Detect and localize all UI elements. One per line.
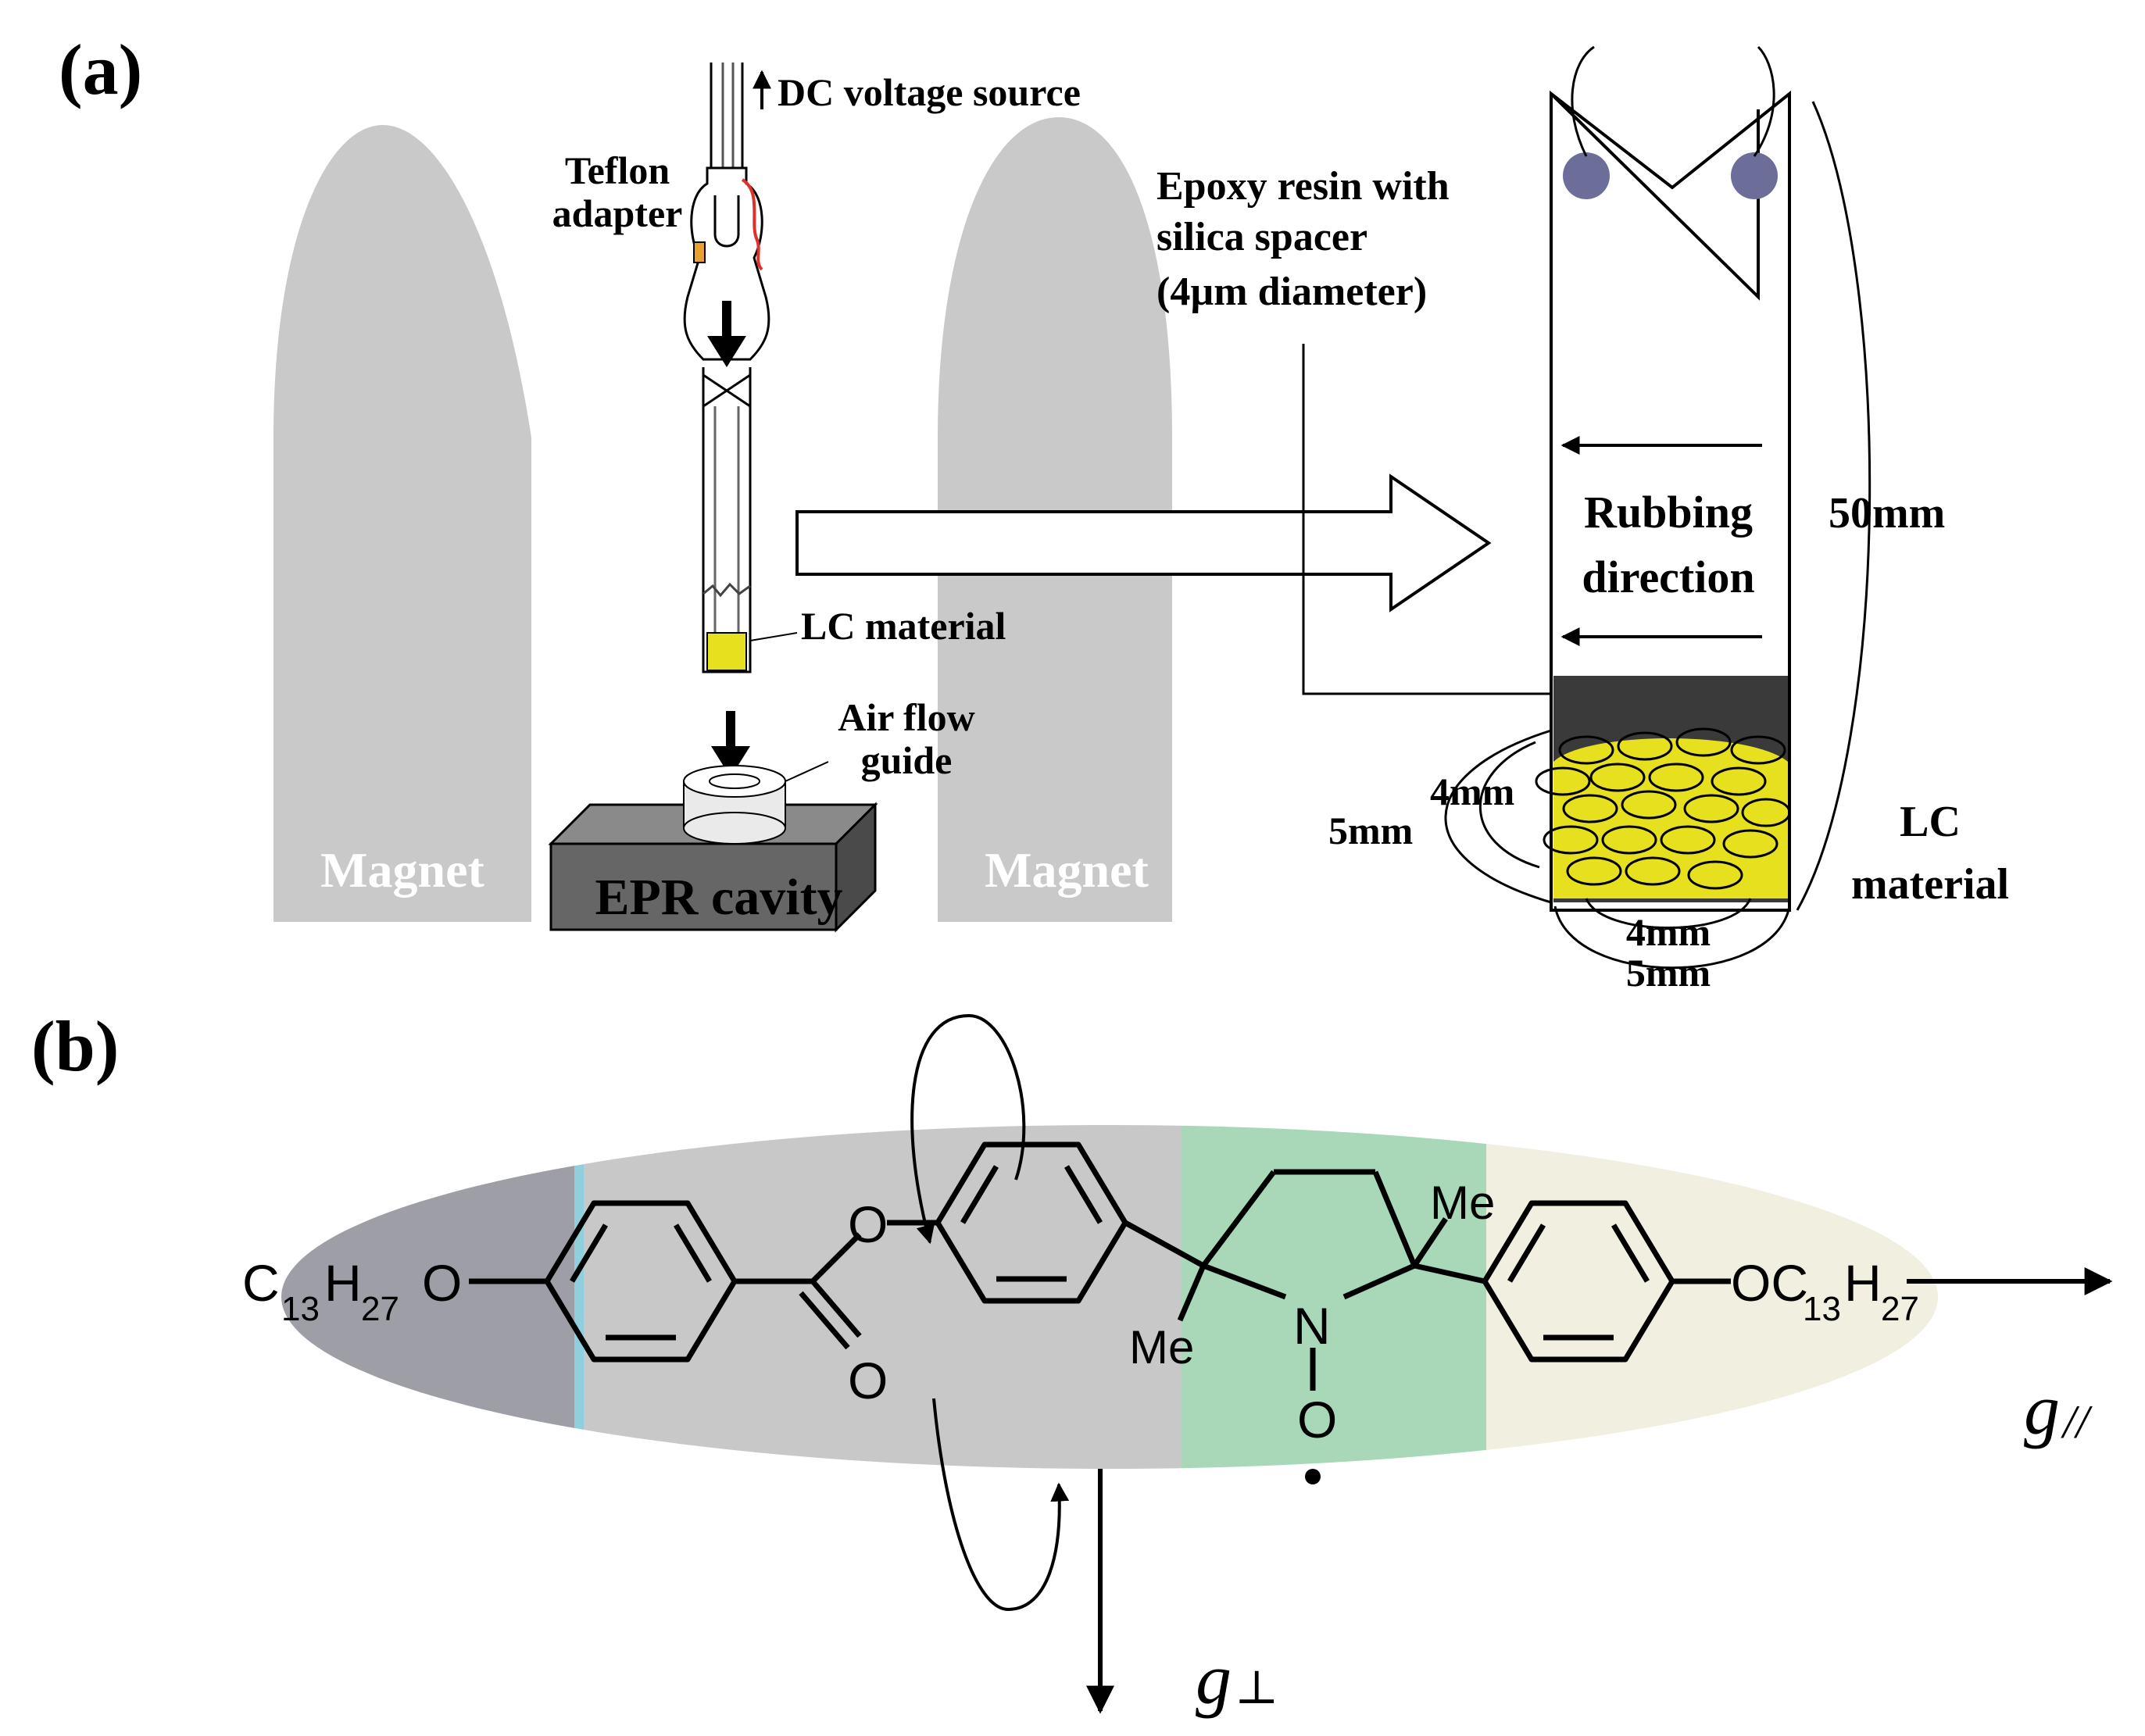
epoxy-line2: silica spacer — [1157, 215, 1367, 259]
epoxy-leader-line — [1302, 344, 1551, 695]
lc-molecules — [1535, 727, 1791, 890]
g-parallel-label: g — [2024, 1370, 2060, 1449]
teflon-label: Teflon — [565, 148, 670, 192]
electrode-left — [1563, 152, 1610, 199]
g-parallel-sub: // — [2061, 1396, 2093, 1448]
g-perp-sub: ⊥ — [1235, 1662, 1278, 1713]
nitrogen: N — [1293, 1297, 1331, 1355]
air-flow-guide — [683, 765, 786, 845]
lc-material-tube-label: LC material — [801, 604, 1006, 648]
epoxy-line3: (4µm diameter) — [1157, 270, 1427, 314]
right-chain-oc: OC — [1731, 1254, 1808, 1312]
me-top: Me — [1430, 1177, 1495, 1229]
rubbing-label: Rubbing — [1584, 487, 1753, 538]
right-chain-h: H — [1844, 1254, 1882, 1312]
left-chain-o: O — [422, 1254, 462, 1312]
right-chain-sub2: 27 — [1881, 1290, 1919, 1328]
dim-5mm-side-bracket — [1444, 729, 1552, 904]
right-chain-sub1: 13 — [1803, 1290, 1841, 1328]
g-perp-label: g — [1196, 1639, 1232, 1719]
guide-label: guide — [861, 738, 953, 782]
adapter-label: adapter — [552, 191, 683, 235]
left-chain-sub2: 27 — [361, 1290, 399, 1328]
dim-50mm-bracket — [1796, 101, 1872, 911]
direction-label: direction — [1582, 552, 1754, 602]
insert-arrow-icon — [707, 301, 746, 367]
magnet-left — [273, 125, 531, 922]
lc-label-line2: material — [1851, 860, 2009, 909]
left-chain: C 13 H 27 O — [242, 1254, 462, 1328]
adapter-clip — [693, 241, 706, 263]
me-bottom: Me — [1129, 1321, 1194, 1373]
chemical-structure — [469, 1141, 1731, 1391]
epoxy-line1: Epoxy resin with — [1157, 164, 1450, 209]
dim-4mm-bottom-label: 4mm — [1626, 910, 1711, 954]
radical-dot — [1305, 1469, 1321, 1484]
dim-4mm-bottom-bracket — [1585, 898, 1752, 929]
left-chain-h: H — [324, 1254, 362, 1312]
air-flow-label: Air flow — [838, 695, 974, 739]
epr-tube — [702, 367, 752, 673]
magnet-left-label: Magnet — [320, 842, 484, 898]
electrode-right — [1731, 152, 1778, 199]
lc-yellow — [1553, 738, 1788, 898]
panel-b: (b) — [31, 1006, 2113, 1719]
dc-source-label: DC voltage source — [778, 70, 1081, 114]
panel-b-label: (b) — [31, 1006, 119, 1086]
dim-4mm-side-label: 4mm — [1430, 770, 1514, 813]
epoxy-band — [1553, 676, 1788, 734]
rotation-arrow-bottom — [932, 1398, 1070, 1612]
rotation-arrow-top — [910, 1013, 1026, 1245]
left-chain-sub1: 13 — [281, 1290, 320, 1328]
left-chain-c: C — [242, 1254, 280, 1312]
tube-lc-material — [706, 632, 747, 671]
dim-5mm-bottom-label: 5mm — [1626, 951, 1711, 995]
dim-50mm-label: 50mm — [1829, 489, 1945, 538]
dc-wires — [710, 63, 744, 168]
ester-o-top: O — [848, 1195, 888, 1253]
ester-o-bottom: O — [848, 1352, 888, 1409]
red-wire — [741, 178, 763, 271]
dim-5mm-bottom-bracket — [1553, 906, 1791, 970]
teflon-adapter — [683, 166, 770, 361]
epr-cavity-label: EPR cavity — [595, 869, 842, 926]
lc-label-line1: LC — [1900, 798, 1961, 846]
right-chain: OC 13 H 27 — [1731, 1254, 1919, 1328]
cavity-arrow-icon — [711, 711, 750, 777]
molecule-ellipse — [281, 1125, 1938, 1469]
panel-a-label: (a) — [59, 30, 142, 109]
oxygen-radical: O — [1297, 1391, 1337, 1448]
dim-5mm-side-label: 5mm — [1328, 809, 1413, 852]
big-hollow-arrow — [795, 473, 1492, 613]
lc-cell — [1535, 45, 1791, 912]
magnet-right-label: Magnet — [985, 842, 1149, 898]
epr-cavity — [548, 802, 878, 933]
dim-4mm-side-bracket — [1478, 741, 1540, 869]
panel-a: (a) Magnet Magnet DC voltage source Tefl… — [59, 30, 2009, 995]
